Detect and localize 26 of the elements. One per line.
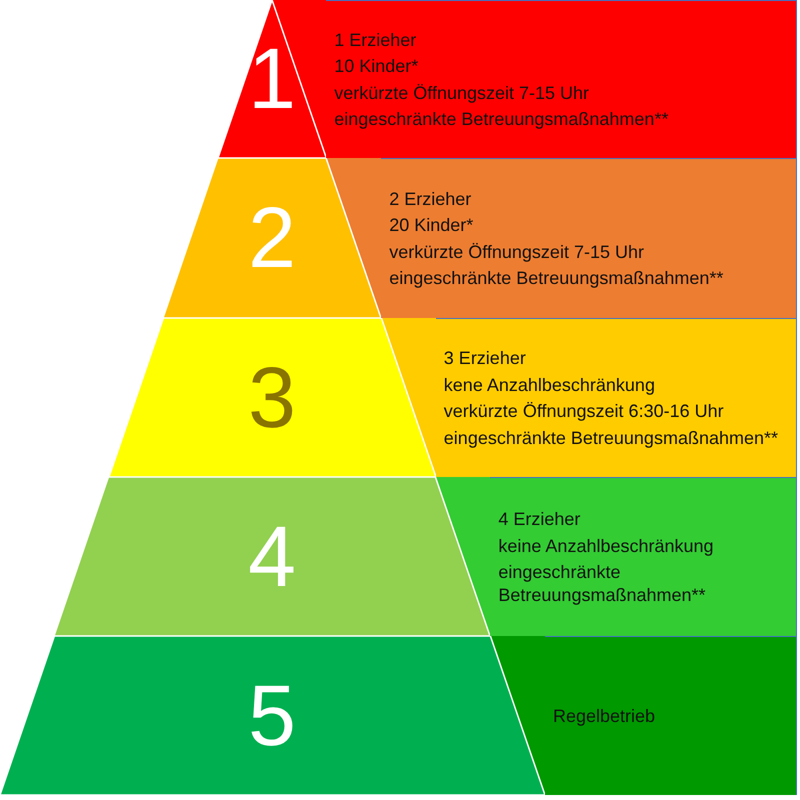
info-text: verkürzte Öffnungszeit 7-15 Uhr bbox=[334, 82, 590, 104]
level-number: 1 bbox=[247, 36, 297, 122]
info-text: 20 Kinder* bbox=[389, 214, 474, 236]
info-text: kene Anzahlbeschränkung bbox=[444, 374, 656, 396]
info-text: 3 Erzieher bbox=[444, 347, 527, 370]
pyramid-level bbox=[163, 158, 382, 318]
level-number: 5 bbox=[247, 672, 297, 758]
pyramid-level bbox=[54, 477, 490, 636]
info-text: verkürzte Öffnungszeit 7-15 Uhr bbox=[389, 240, 645, 263]
level-number: 2 bbox=[247, 195, 297, 281]
info-text: 10 Kinder* bbox=[334, 55, 420, 78]
info-text: 2 Erzieher bbox=[389, 188, 472, 210]
info-text: eingeschränkte Betreuungsmaßnahmen** bbox=[389, 267, 724, 290]
info-text: eingeschränkte Betreuungsmaßnahmen** bbox=[444, 426, 780, 449]
info-text: verkürzte Öffnungszeit 6:30-16 Uhr bbox=[444, 400, 725, 422]
info-text: eingeschränkte Betreuungsmaßnahmen** bbox=[334, 108, 670, 130]
pyramid-level bbox=[0, 636, 545, 795]
info-text: 1 Erzieher bbox=[334, 28, 418, 51]
pyramid-level bbox=[218, 0, 326, 158]
level-number: 3 bbox=[247, 354, 297, 440]
info-text: keine Anzahlbeschränkung bbox=[498, 534, 715, 557]
info-text: eingeschränkte Betreuungsmaßnahmen** bbox=[498, 561, 707, 606]
level-number: 4 bbox=[247, 514, 297, 600]
info-text: 4 Erzieher bbox=[498, 508, 582, 530]
pyramid-level bbox=[108, 318, 436, 477]
info-text: Regelbetrieb bbox=[553, 704, 656, 728]
